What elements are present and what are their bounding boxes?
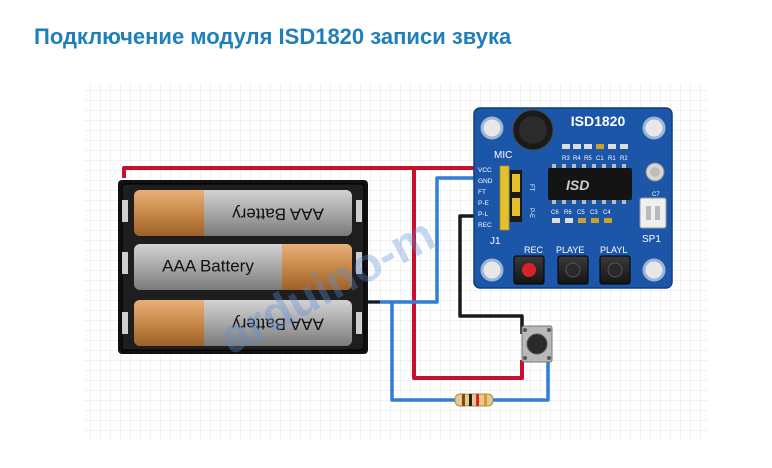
battery-cell-1: AAA Battery bbox=[134, 190, 352, 236]
side-label-c7: C7 bbox=[652, 192, 660, 198]
component-label-c3: C3 bbox=[590, 210, 598, 216]
tactile-button bbox=[521, 325, 553, 363]
wire-gnd-blue bbox=[368, 176, 478, 304]
component-label-c5: C5 bbox=[577, 210, 585, 216]
module-name: ISD1820 bbox=[571, 113, 626, 129]
button-label-playl: PLAYL bbox=[600, 245, 627, 255]
pin-header: VCC GND FT P-E P-L REC bbox=[476, 164, 522, 234]
battery-cell-2: AAA Battery bbox=[134, 244, 352, 290]
battery-cell-3: AAA Battery bbox=[134, 300, 352, 346]
mic-label: MIC bbox=[494, 150, 512, 161]
wire-gnd-blue-down bbox=[390, 302, 455, 402]
resistor bbox=[454, 393, 494, 407]
battery-cell-1-label: AAA Battery bbox=[232, 205, 324, 224]
component-label-c6: C6 bbox=[551, 210, 559, 216]
wire-blue-to-button bbox=[492, 360, 550, 402]
jumper-label: J1 bbox=[490, 236, 501, 247]
component-label-r3: R3 bbox=[562, 156, 570, 162]
button-label-playe: PLAYE bbox=[556, 245, 584, 255]
jumper-pin-pe: P-E bbox=[528, 208, 534, 218]
button-label-rec: REC bbox=[524, 245, 544, 255]
component-label-r4: R4 bbox=[573, 156, 581, 162]
isd-chip: ISD bbox=[548, 164, 632, 204]
speaker-connector bbox=[639, 197, 667, 229]
wires bbox=[122, 166, 550, 402]
battery-holder: AAA Battery AAA Battery AAA Battery bbox=[118, 180, 368, 354]
speaker-label: SP1 bbox=[642, 234, 661, 245]
top-components: R3 R4 R5 C1 R1 R2 bbox=[562, 144, 628, 162]
component-label-r2: R2 bbox=[620, 156, 628, 162]
component-label-r6: R6 bbox=[564, 210, 572, 216]
mid-components: C6 R6 C5 C3 C4 bbox=[551, 210, 612, 223]
wire-vcc-red-down bbox=[412, 168, 524, 380]
battery-cell-3-label: AAA Battery bbox=[232, 315, 324, 334]
pin-label-pe: P-E bbox=[478, 200, 490, 207]
component-label-c1: C1 bbox=[596, 156, 604, 162]
component-label-c4: C4 bbox=[603, 210, 611, 216]
pin-label-rec: REC bbox=[478, 222, 492, 229]
wire-rec-black bbox=[458, 214, 524, 334]
pin-label-ft: FT bbox=[478, 189, 486, 196]
component-label-r1: R1 bbox=[608, 156, 616, 162]
microphone-icon bbox=[512, 109, 554, 151]
battery-cell-2-label: AAA Battery bbox=[162, 256, 254, 275]
capacitor bbox=[645, 162, 665, 182]
wire-vcc-red bbox=[122, 166, 478, 178]
pin-label-gnd: GND bbox=[478, 178, 493, 185]
component-label-r5: R5 bbox=[584, 156, 592, 162]
pin-label-vcc: VCC bbox=[478, 167, 492, 174]
pin-label-pl: P-L bbox=[478, 211, 489, 218]
module-buttons: REC PLAYE PLAYL bbox=[513, 245, 631, 285]
page-title: Подключение модуля ISD1820 записи звука bbox=[34, 24, 512, 49]
jumper-pin-ft: FT bbox=[528, 184, 534, 192]
chip-text: ISD bbox=[566, 177, 589, 193]
isd1820-module: ISD1820 MIC R3 R4 R5 C1 R1 R2 C7 ISD bbox=[473, 107, 673, 289]
